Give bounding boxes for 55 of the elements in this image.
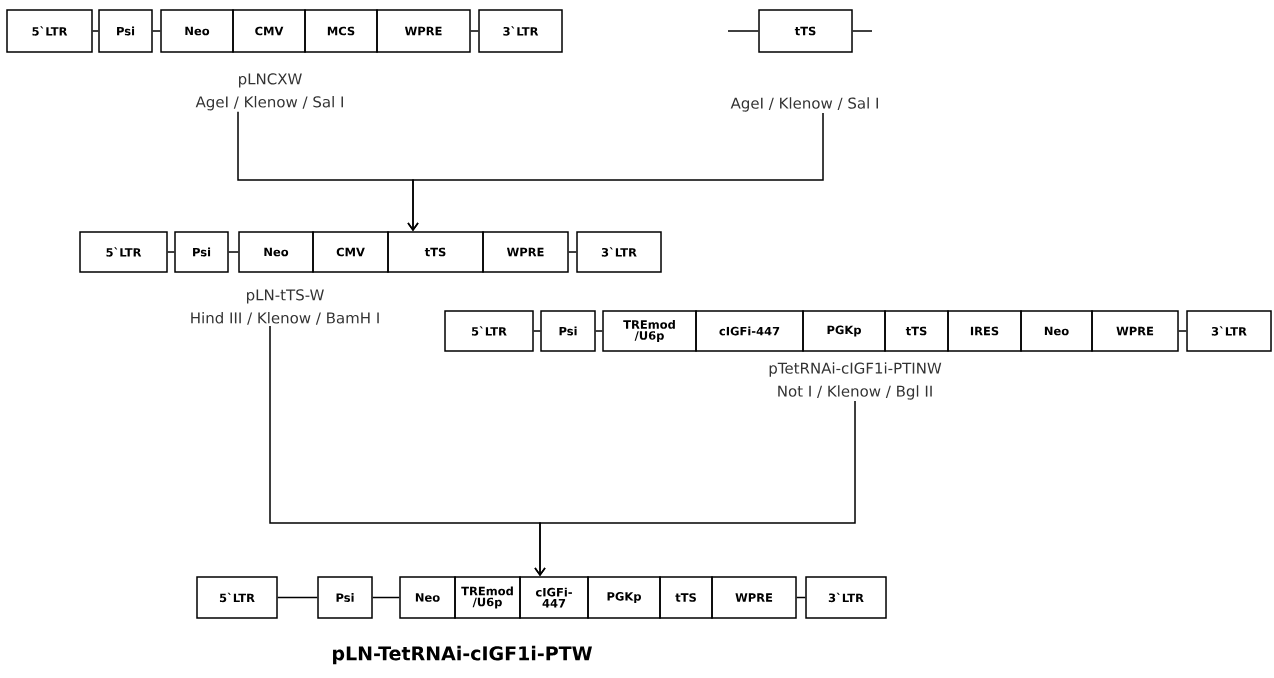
gene-box: 5`LTR (196, 576, 278, 619)
plasmid-label: pTetRNAi-cIGF1i-PTINW Not I / Klenow / Bgl II (769, 362, 942, 400)
gene-box: tTS (387, 231, 484, 273)
gene-box: WPRE (376, 9, 471, 53)
gene-box: 3`LTR (576, 231, 662, 273)
merge-arrow (534, 400, 856, 577)
gene-box: cIGFi-447 (695, 310, 804, 352)
merge-arrow (407, 112, 824, 232)
linker-line (470, 30, 479, 32)
linker-line (852, 30, 873, 32)
gene-box: Psi (174, 231, 229, 273)
gene-box: TREmod /U6p (454, 576, 521, 619)
gene-box: cIGFi-447 (519, 576, 589, 619)
linker-line (228, 251, 239, 253)
gene-box: TREmod /U6p (602, 310, 697, 352)
gene-box: WPRE (711, 576, 797, 619)
plasmid-label: pLNCXW AgeI / Klenow / Sal I (195, 73, 343, 111)
linker-line (277, 596, 318, 599)
plasmid-label: AgeI / Klenow / Sal I (730, 97, 878, 112)
gene-box: PGKp (587, 576, 661, 619)
linker-line (533, 330, 541, 332)
linker-line (152, 30, 161, 32)
gene-box: 5`LTR (6, 9, 93, 53)
gene-box: Neo (1020, 310, 1093, 352)
gene-box: IRES (947, 310, 1022, 352)
gene-box: Psi (98, 9, 153, 53)
gene-box: Neo (160, 9, 234, 53)
linker-line (595, 330, 603, 332)
gene-box: 5`LTR (444, 310, 534, 352)
gene-box: tTS (884, 310, 949, 352)
gene-box: 3`LTR (1186, 310, 1272, 352)
gene-box: MCS (304, 9, 378, 53)
linker-line (167, 251, 175, 253)
gene-box: Psi (317, 576, 373, 619)
linker-line (727, 30, 759, 32)
gene-box: WPRE (1091, 310, 1179, 352)
linker-line (796, 596, 806, 599)
gene-box: 3`LTR (805, 576, 887, 619)
gene-box: Psi (540, 310, 596, 352)
linker-line (372, 596, 400, 599)
gene-box: tTS (758, 9, 853, 53)
caption: pLN-TetRNAi-cIGF1i-PTW (333, 645, 592, 665)
plasmid-label: pLN-tTS-W Hind III / Klenow / BamH I (191, 289, 379, 325)
gene-box: CMV (232, 9, 306, 53)
linker-line (92, 30, 99, 32)
gene-box: CMV (312, 231, 389, 273)
linker-line (568, 251, 577, 253)
gene-box: tTS (659, 576, 713, 619)
gene-box: Neo (399, 576, 456, 619)
gene-box: WPRE (482, 231, 569, 273)
gene-box: 3`LTR (478, 9, 563, 53)
linker-line (1178, 330, 1187, 332)
gene-box: PGKp (802, 310, 886, 352)
gene-box: 5`LTR (79, 231, 168, 273)
gene-box: Neo (238, 231, 314, 273)
